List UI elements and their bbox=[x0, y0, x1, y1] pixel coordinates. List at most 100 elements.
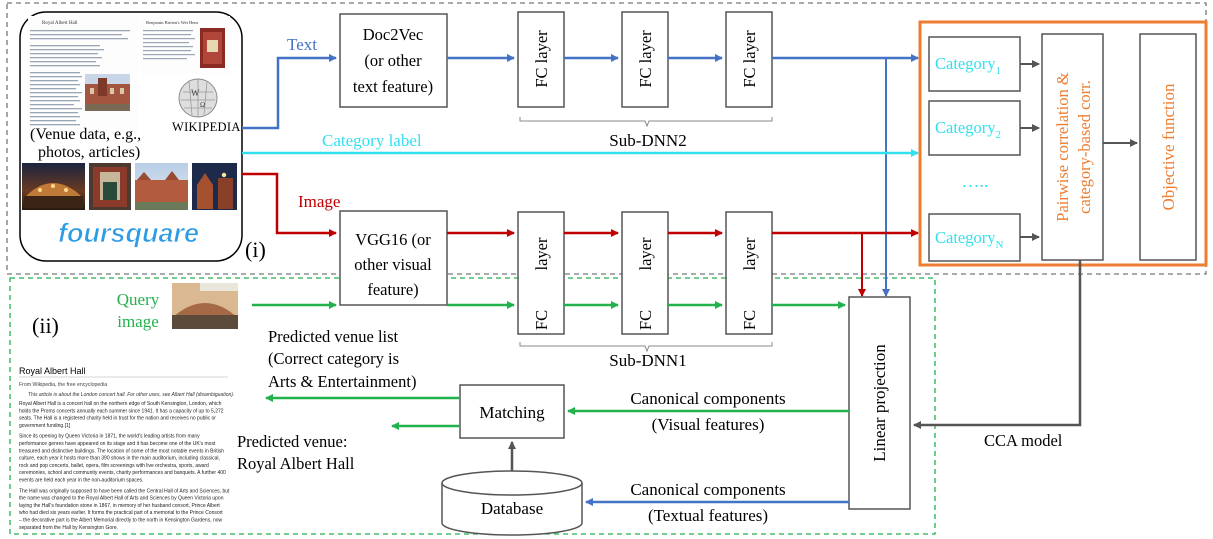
predicted-venue-line2: Royal Albert Hall bbox=[237, 454, 355, 473]
wiki-article-line: Since its opening by Queen Victoria in 1… bbox=[19, 434, 200, 440]
svg-text:FC layer: FC layer bbox=[740, 30, 759, 88]
thumbnail-right-title: Benjamin Britten's Wet Hens bbox=[146, 20, 198, 25]
wiki-article-line: rock and pop concerts, ballet, opera, fi… bbox=[19, 463, 209, 469]
svg-text:Pairwise correlation &: Pairwise correlation & bbox=[1053, 72, 1072, 222]
svg-text:VGG16 (or: VGG16 (or bbox=[355, 230, 431, 249]
thumbnail-title: Royal Albert Hall bbox=[42, 21, 78, 26]
image-arrow-label: Image bbox=[298, 192, 340, 211]
wiki-article-line: separated from the Hall by Kensington Go… bbox=[19, 525, 118, 531]
text-arrow-label: Text bbox=[287, 35, 317, 54]
svg-text:FC: FC bbox=[532, 310, 551, 330]
venue-caption-line2: photos, articles) bbox=[38, 144, 140, 161]
pairwise-correlation-box: Pairwise correlation & category-based co… bbox=[1041, 33, 1104, 261]
svg-text:FC: FC bbox=[740, 310, 759, 330]
matching-box: Matching bbox=[459, 384, 565, 439]
wiki-article-body: Royal Albert Hall is a concert hall on t… bbox=[19, 401, 230, 531]
predicted-list-line3: Arts & Entertainment) bbox=[268, 372, 416, 391]
wiki-article-line: ceremonies, school and community events,… bbox=[19, 470, 226, 476]
svg-text:other visual: other visual bbox=[354, 255, 432, 274]
wiki-article-line: performance genres have appeared on its … bbox=[19, 441, 216, 447]
fc-layer-top-2: FC layer bbox=[621, 11, 669, 108]
svg-text:layer: layer bbox=[636, 237, 655, 270]
svg-text:Category1: Category1 bbox=[935, 54, 1001, 77]
canonical-visual-line1: Canonical components bbox=[630, 389, 785, 408]
wikipedia-globe-icon: W Ω bbox=[178, 78, 218, 118]
svg-text:Ω: Ω bbox=[200, 101, 205, 109]
predicted-list-line2: (Correct category is bbox=[268, 349, 399, 368]
canonical-textual-line1: Canonical components bbox=[630, 480, 785, 499]
svg-text:feature): feature) bbox=[367, 280, 418, 299]
wiki-article-line: events are held each year in the non-aud… bbox=[19, 478, 144, 484]
query-image-thumbnail bbox=[172, 283, 238, 329]
section-ii-border bbox=[9, 277, 936, 535]
wiki-article-line: The Hall was originally supposed to have… bbox=[19, 488, 230, 494]
wiki-article-line: government funding.[1] bbox=[19, 423, 71, 429]
svg-text:category-based corr.: category-based corr. bbox=[1075, 80, 1094, 214]
predicted-list-line1: Predicted venue list bbox=[268, 327, 399, 346]
svg-text:CategoryN: CategoryN bbox=[935, 228, 1003, 251]
sub-dnn1-brace bbox=[519, 342, 773, 353]
cca-model-arrow bbox=[913, 260, 1082, 429]
wiki-article-line: laying the Hall's foundation stone in 18… bbox=[19, 503, 220, 509]
fc-layer-top-1: FC layer bbox=[517, 11, 565, 108]
canonical-textual-line2: (Textual features) bbox=[648, 506, 768, 525]
svg-text:FC layer: FC layer bbox=[532, 30, 551, 88]
category-box-1: Category1 bbox=[928, 36, 1021, 92]
fc-layer-top-3: FC layer bbox=[725, 11, 773, 108]
wiki-article-line: who had died six years earlier. It forms… bbox=[19, 510, 223, 516]
wiki-article-line: Royal Albert Hall is a concert hall on t… bbox=[19, 401, 222, 407]
training-objective-panel bbox=[918, 20, 1208, 267]
wiki-article-line: treasured and distinctive buildings. The… bbox=[19, 448, 224, 454]
cca-model-label: CCA model bbox=[984, 431, 1063, 450]
venue-data-panel: Royal Albert Hall Benjamin Britten's Wet… bbox=[19, 11, 243, 262]
predicted-venue-line1: Predicted venue: bbox=[237, 432, 347, 451]
foursquare-logo: foursquare bbox=[58, 218, 200, 249]
fc-layer-bottom-3: layer FC bbox=[725, 211, 773, 335]
sub-dnn1-label: Sub-DNN1 bbox=[609, 351, 686, 370]
canonical-visual-line2: (Visual features) bbox=[652, 415, 765, 434]
wiki-article-title: Royal Albert Hall bbox=[19, 366, 86, 376]
fc-layer-bottom-1: layer FC bbox=[517, 211, 565, 335]
wiki-article-line: – the decorative part is the Albert Memo… bbox=[19, 518, 223, 524]
objective-function-box: Objective function bbox=[1139, 33, 1197, 261]
svg-text:FC: FC bbox=[636, 310, 655, 330]
svg-text:Category2: Category2 bbox=[935, 118, 1001, 141]
svg-text:Doc2Vec: Doc2Vec bbox=[363, 25, 423, 44]
vgg16-box: VGG16 (or other visual feature) bbox=[339, 210, 448, 306]
svg-text:Objective function: Objective function bbox=[1159, 83, 1178, 210]
section-i-label: (i) bbox=[245, 237, 266, 262]
svg-text:W: W bbox=[191, 88, 200, 98]
text-arrow bbox=[242, 54, 337, 130]
linear-projection-box: Linear projection bbox=[848, 296, 911, 510]
fc-layer-bottom-2: layer FC bbox=[621, 211, 669, 335]
section-ii-label: (ii) bbox=[32, 313, 59, 338]
sub-dnn2-brace bbox=[519, 117, 773, 128]
wiki-article-subtitle: From Wikipedia, the free encyclopedia bbox=[19, 382, 107, 388]
category-ellipsis: ….. bbox=[962, 171, 989, 191]
svg-text:Matching: Matching bbox=[479, 403, 545, 422]
category-label-text: Category label bbox=[322, 131, 422, 150]
svg-text:FC layer: FC layer bbox=[636, 30, 655, 88]
doc2vec-box: Doc2Vec (or other text feature) bbox=[339, 13, 448, 108]
sub-dnn2-label: Sub-DNN2 bbox=[609, 131, 686, 150]
svg-text:layer: layer bbox=[740, 237, 759, 270]
svg-text:Database: Database bbox=[481, 499, 543, 518]
svg-text:Linear projection: Linear projection bbox=[870, 344, 889, 462]
wiki-article-line: holds the Proms concerts annually each s… bbox=[19, 408, 224, 414]
category-box-2: Category2 bbox=[928, 100, 1021, 156]
article-screenshot-thumbnail: Benjamin Britten's Wet Hens bbox=[140, 16, 230, 74]
category-box-n: CategoryN bbox=[928, 213, 1021, 262]
wiki-screenshot-thumbnail: Royal Albert Hall bbox=[28, 16, 138, 135]
wiki-article-hatnote: This article is about the London concert… bbox=[28, 392, 234, 398]
wiki-article-snippet: Royal Albert Hall From Wikipedia, the fr… bbox=[19, 366, 234, 531]
foursquare-wordmark: foursquare bbox=[58, 218, 199, 248]
svg-text:(or other: (or other bbox=[364, 51, 422, 70]
svg-text:text feature): text feature) bbox=[353, 77, 433, 96]
query-label-line2: image bbox=[117, 312, 159, 331]
query-label-line1: Query bbox=[117, 290, 160, 309]
svg-text:layer: layer bbox=[532, 237, 551, 270]
venue-photo-row bbox=[22, 163, 237, 210]
image-arrow bbox=[242, 172, 337, 237]
